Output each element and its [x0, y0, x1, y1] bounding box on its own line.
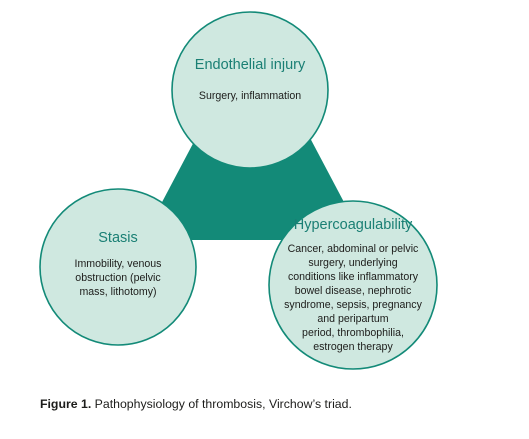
hypercoagulability-description-line: conditions like inflammatory [288, 271, 419, 283]
endothelial-description-line: Surgery, inflammation [199, 90, 301, 102]
hypercoagulability-description: Cancer, abdominal or pelvic surgery, unde… [284, 243, 422, 353]
hypercoagulability-description-line: and peripartum [317, 313, 388, 325]
hypercoagulability-title: Hypercoagulability [294, 217, 413, 233]
stasis-description-line: mass, lithotomy) [79, 286, 156, 298]
stasis-circle [39, 188, 197, 346]
stasis-description-line: obstruction (pelvic [75, 272, 161, 284]
hypercoagulability-description-line: period, thrombophilia, [302, 327, 404, 339]
stasis-description-line: Immobility, venous [75, 258, 162, 270]
hypercoagulability-description-line: Cancer, abdominal or pelvic [288, 243, 419, 255]
endothelial-injury-title: Endothelial injury [195, 57, 306, 73]
hypercoagulability-description-line: estrogen therapy [313, 341, 393, 353]
stasis-description: Immobility, venous obstruction (pelvic mas… [75, 258, 162, 298]
endothelial-injury-circle [171, 11, 329, 169]
hypercoagulability-description-line: surgery, underlying [308, 257, 397, 269]
hypercoagulability-circle [268, 200, 438, 370]
figure-caption-text: Pathophysiology of thrombosis, Virchow’s… [94, 397, 352, 411]
figure-caption: Figure 1. Pathophysiology of thrombosis,… [40, 397, 352, 411]
hypercoagulability-description-line: syndrome, sepsis, pregnancy [284, 299, 422, 311]
node-stasis: Stasis Immobility, venous obstruction (pe… [39, 188, 197, 346]
figure-caption-label: Figure 1. [40, 397, 92, 411]
node-endothelial-injury: Endothelial injury Surgery, inflammation [171, 11, 329, 169]
hypercoagulability-description-line: bowel disease, nephrotic [295, 285, 412, 297]
endothelial-injury-description: Surgery, inflammation [199, 90, 301, 102]
stasis-title: Stasis [98, 230, 138, 246]
node-hypercoagulability: Hypercoagulability Cancer, abdominal or … [268, 200, 438, 370]
